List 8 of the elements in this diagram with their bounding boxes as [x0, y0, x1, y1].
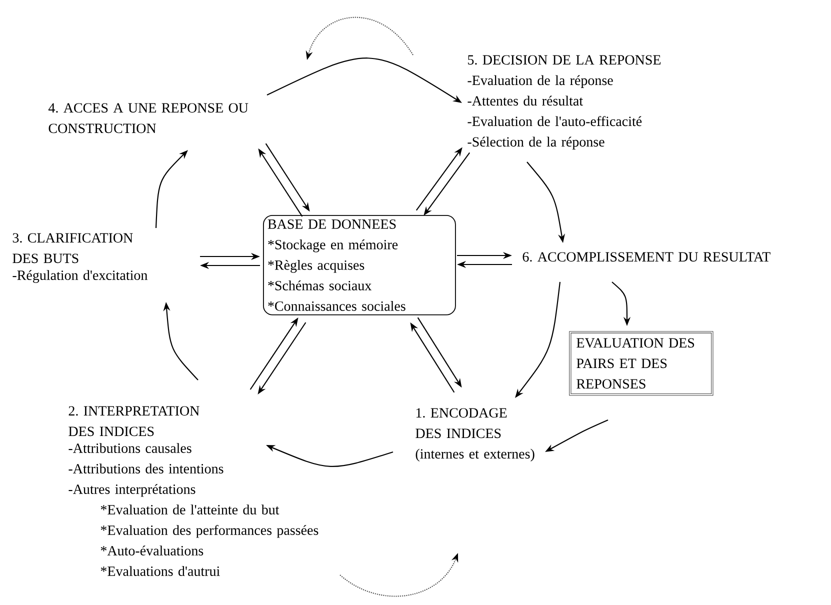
step-text: 3. CLARIFICATION DES BUTS -Régulation d'excitation: [12, 233, 148, 283]
step-text: 4. ACCES A UNE REPONSE OU CONSTRUCTION: [48, 103, 248, 134]
evaluation-box: EVALUATION DES PAIRS ET DES REPONSES: [569, 331, 714, 396]
database-box: BASE DE DONNEES *Stockage en mémoire *Règles acquises *Schémas sociaux *Connaissances sociales: [263, 215, 456, 316]
step-text: 1. ENCODAGE DES INDICES (internes et externes): [416, 408, 534, 462]
step-text: 2. INTERPRETATION DES INDICES -Attributions causales -Attributions des intentions -Autres interprétations *Evaluation de l'atteinte du but *Evaluation des performances passées *Auto-évaluations *Evaluations d'autrui: [68, 406, 318, 576]
step-text: 6. ACCOMPLISSEMENT DU RESULTAT: [522, 252, 770, 262]
step-text: 5. DECISION DE LA REPONSE -Evaluation de la réponse -Attentes du résultat -Evaluation de l'auto-efficacité -Sélection de la réponse: [468, 55, 661, 150]
